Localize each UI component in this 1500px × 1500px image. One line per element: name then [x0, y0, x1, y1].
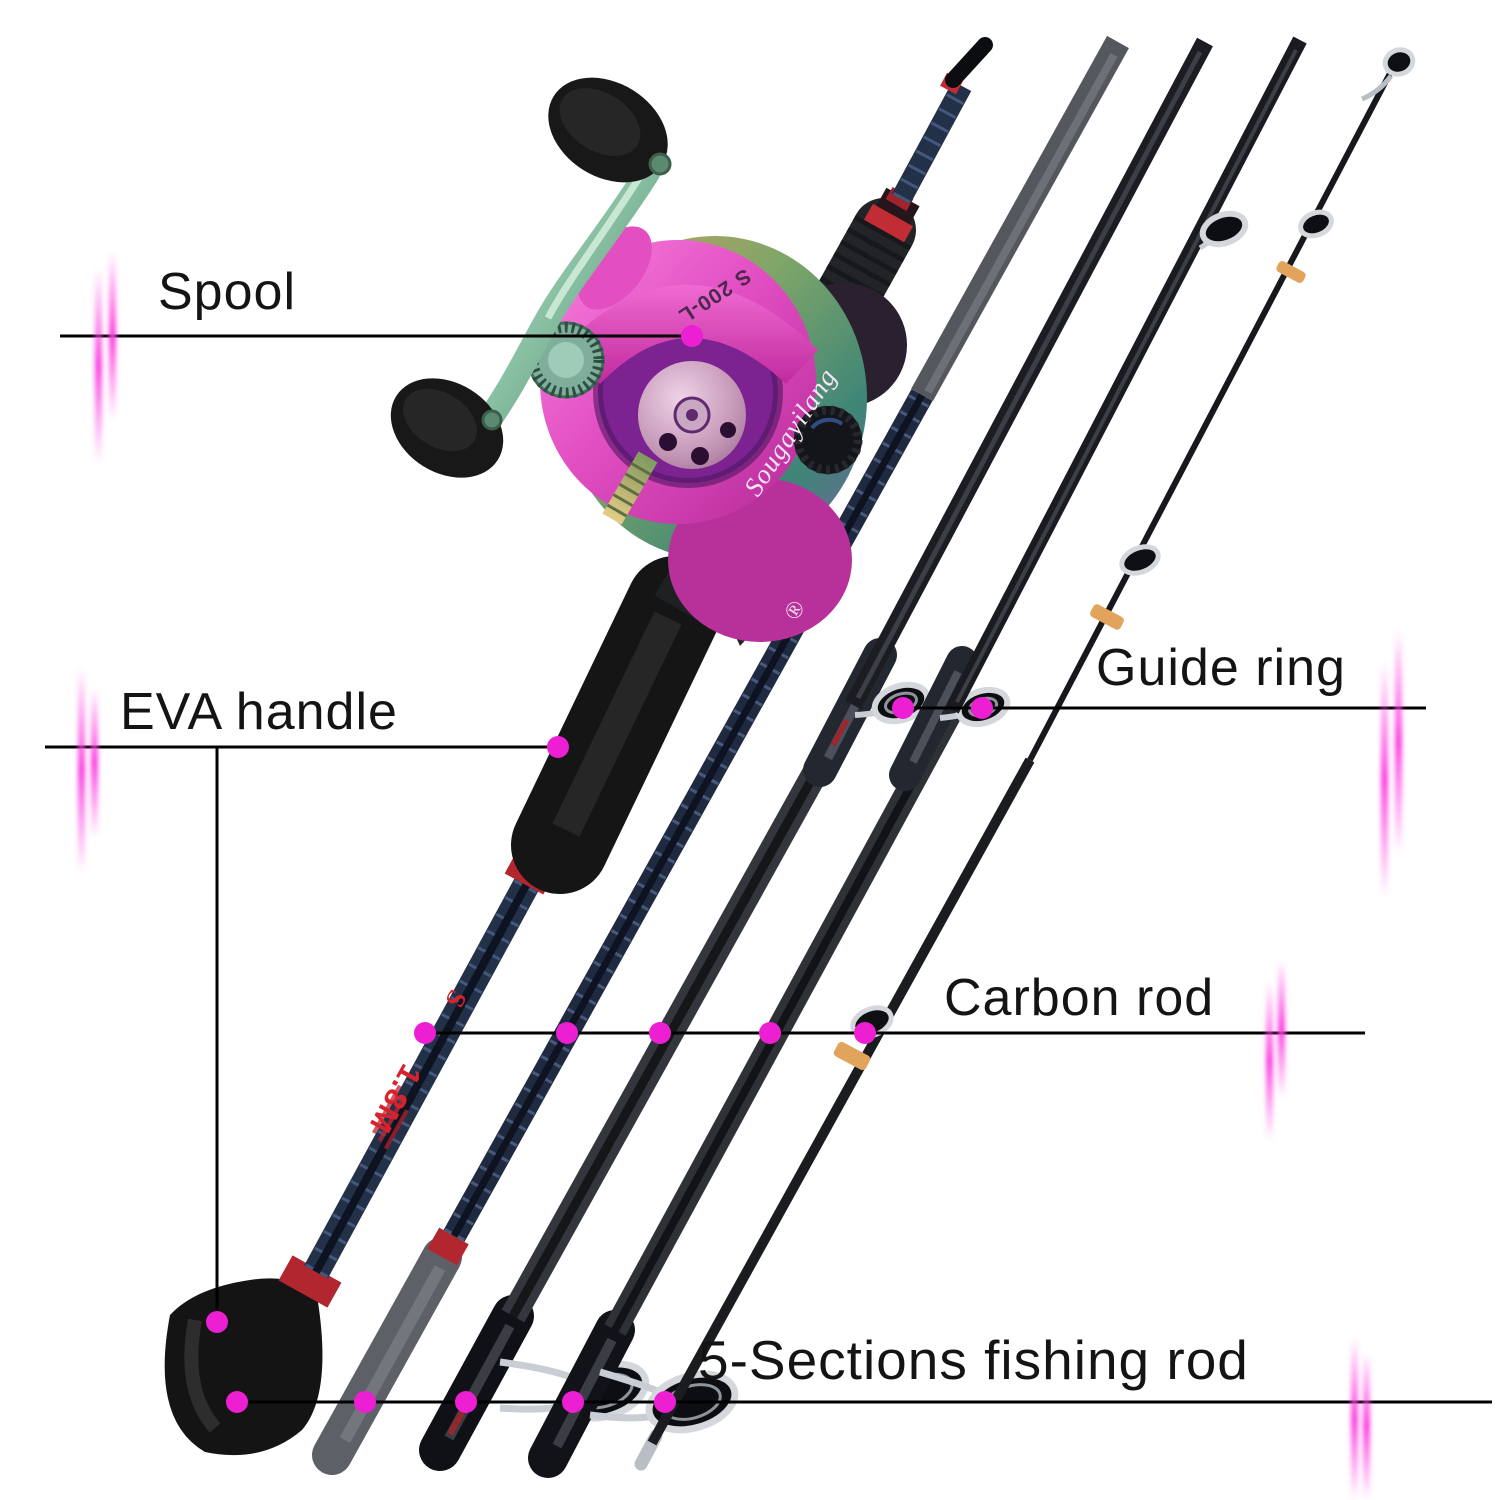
tip-cap — [945, 37, 993, 88]
section4-butt-streak — [552, 1337, 617, 1449]
section4-upper-highlight — [955, 49, 1298, 703]
callout-dot-carbon-5 — [854, 1022, 876, 1044]
section2-ferrule-highlight — [924, 53, 1118, 394]
callout-dot-section-2 — [354, 1391, 376, 1413]
flash-accent-icon — [1278, 960, 1285, 1098]
section4-blank-shadow — [611, 708, 956, 1332]
section5-wrap-3 — [1276, 261, 1306, 283]
section5-upper-blank — [1027, 56, 1401, 762]
tip-top-guide-ring — [1382, 47, 1416, 77]
flash-accent-icon — [91, 688, 98, 838]
flash-accent-icon — [95, 268, 102, 463]
label-sections: 5-Sections fishing rod — [698, 1329, 1249, 1391]
section5-guide-ring-2 — [1119, 544, 1161, 576]
callout-dot-spool — [681, 325, 703, 347]
butt-red-ring — [278, 1255, 342, 1308]
orange-wrap — [1090, 604, 1124, 630]
spool-hole — [720, 422, 736, 438]
label-carbon-rod: Carbon rod — [944, 969, 1215, 1027]
section4-top-guide-ring — [1199, 210, 1249, 248]
section5-wrap-1 — [833, 1041, 871, 1071]
flash-accents — [78, 252, 1402, 1500]
callout-dot-section-3 — [455, 1391, 477, 1413]
leader-lines — [45, 334, 1492, 1404]
orange-wrap — [833, 1041, 871, 1071]
reel-handle-arm — [467, 159, 661, 445]
tip-top-wire — [1361, 74, 1393, 102]
drag-dial-knurl — [527, 321, 605, 399]
callout-dot-section-1 — [226, 1391, 248, 1413]
callout-dot-eva — [547, 736, 569, 758]
cast-knob-glint — [810, 417, 844, 430]
section3-upper-highlight — [855, 50, 1203, 700]
flash-accent-icon — [1395, 630, 1402, 855]
flash-accent-icon — [1266, 982, 1273, 1140]
section3-blank-shadow — [509, 702, 857, 1319]
handle-arm-highlight — [544, 168, 647, 320]
level-wind — [602, 451, 658, 525]
callout-dot-section-5 — [654, 1391, 676, 1413]
rod-section-4 — [528, 36, 1307, 1478]
section5-guide-ring-3 — [1298, 209, 1334, 239]
callout-dot-guide-2 — [971, 697, 993, 719]
flash-accent-icon — [1351, 1338, 1358, 1500]
callout-dot-carbon-3 — [649, 1022, 671, 1044]
upper-blank — [891, 81, 972, 204]
section5-wrap-2 — [1090, 604, 1124, 630]
level-wind-ridges — [606, 462, 652, 518]
orange-wrap — [1276, 261, 1306, 283]
label-spool: Spool — [158, 263, 296, 321]
callout-dot-section-4 — [562, 1391, 584, 1413]
callout-dot-guide-1 — [892, 697, 914, 719]
flash-accent-icon — [109, 252, 116, 420]
spool-hub-pin — [686, 409, 698, 421]
drag-dial-cap — [548, 342, 584, 378]
section4-wrap-highlight — [909, 670, 962, 764]
cast-control-knob — [794, 406, 862, 474]
cast-knob-teeth — [793, 405, 863, 475]
baitcasting-reel: S 200-L Sougayilang ® — [390, 77, 907, 642]
callout-dot-butt — [206, 1311, 228, 1333]
flash-accent-icon — [1381, 662, 1388, 897]
flash-accent-icon — [1363, 1352, 1370, 1500]
callout-dots — [206, 325, 993, 1413]
spool-hole — [691, 447, 709, 465]
handle-knob-top-highlight — [559, 88, 641, 156]
section2-grip-highlight — [339, 1265, 446, 1443]
section2-red-ring — [427, 1227, 469, 1266]
blank-spec-text-lines — [372, 1084, 409, 1150]
lower-blank-shadow — [312, 843, 552, 1274]
eva-grip-highlight — [552, 611, 682, 837]
callout-dot-carbon-2 — [556, 1022, 578, 1044]
foregrip-red-ring — [863, 203, 914, 243]
butt-cap-highlight — [184, 1318, 221, 1433]
knob-pivot-screw — [648, 152, 672, 176]
label-eva-handle: EVA handle — [120, 683, 398, 741]
upper-blank-marble — [892, 81, 971, 204]
handle-knob-bottom-highlight — [403, 388, 477, 452]
knob-pivot-screw — [481, 409, 503, 431]
label-guide-ring: Guide ring — [1096, 639, 1346, 697]
section5-lower-blank — [647, 757, 1035, 1446]
spool-hole — [659, 433, 677, 451]
callout-dot-carbon-4 — [759, 1022, 781, 1044]
flash-accent-icon — [78, 668, 85, 873]
section3-wrap-red-trim — [830, 718, 850, 747]
callout-dot-carbon-1 — [414, 1022, 436, 1044]
rod-section-5-tip — [634, 47, 1416, 1471]
